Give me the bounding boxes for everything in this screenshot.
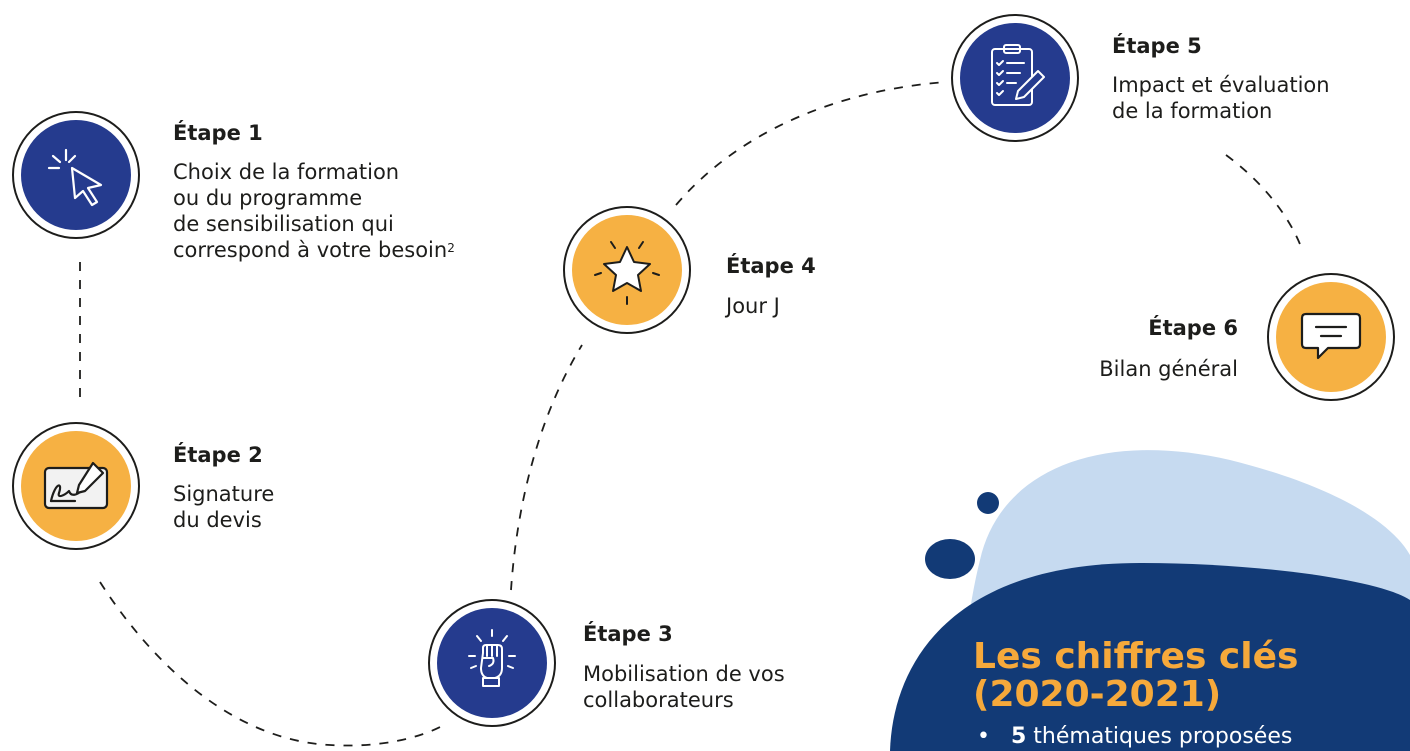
step-1-desc-line: Choix de la formation (173, 160, 400, 184)
step-5-desc-line: de la formation (1112, 99, 1273, 123)
step-5-desc-line: Impact et évaluation (1112, 73, 1330, 97)
key-figure-number: 5 (1010, 724, 1027, 749)
step-5-title: Étape 5 (1112, 34, 1202, 58)
key-figures-title: Les chiffres clés (2020-2021) (973, 638, 1298, 714)
step-1-desc-line-4: correspond à votre besoin (173, 238, 448, 262)
clipboard-checklist-icon (991, 44, 1045, 106)
raised-fist-icon (468, 629, 516, 687)
step-1-desc-line: ou du programme (173, 186, 363, 210)
step-1-desc-line: correspond à votre besoin2 (173, 237, 455, 263)
step-2-badge (12, 422, 140, 550)
step-1-title: Étape 1 (173, 121, 263, 145)
step-5-description: Impact et évaluation de la formation (1112, 72, 1330, 124)
step-3-title: Étape 3 (583, 622, 673, 646)
speech-bubble-icon (1300, 312, 1362, 360)
step-5-badge (951, 14, 1079, 142)
key-figures-title-line: (2020-2021) (973, 674, 1222, 715)
step-2-description: Signature du devis (173, 481, 274, 533)
step-6-description: Bilan général (1099, 356, 1238, 382)
key-figures-blob (890, 450, 1410, 751)
key-figures-title-line: Les chiffres clés (973, 636, 1299, 677)
step-4-description: Jour J (726, 293, 780, 319)
dashed-path (79, 81, 1304, 747)
step-6-desc-line: Bilan général (1099, 357, 1238, 381)
step-2-desc-line: Signature (173, 482, 275, 506)
step-1-desc-line: de sensibilisation qui (173, 212, 394, 236)
step-1-description: Choix de la formation ou du programme de… (173, 159, 455, 263)
step-2-desc-line: du devis (173, 508, 262, 532)
step-3-badge (428, 599, 556, 727)
step-2-title: Étape 2 (173, 443, 263, 467)
cursor-click-icon (47, 148, 103, 207)
step-1-badge (12, 111, 140, 239)
step-3-description: Mobilisation de vos collaborateurs (583, 661, 785, 713)
step-3-desc-line: Mobilisation de vos (583, 662, 785, 686)
step-4-badge (563, 206, 691, 334)
step-6-badge (1267, 273, 1395, 401)
signature-icon (43, 461, 109, 510)
star-icon (594, 241, 660, 305)
key-figures-item: • 5 thématiques proposées (977, 724, 1293, 749)
key-figure-text: thématiques proposées (1033, 724, 1293, 749)
step-3-desc-line: collaborateurs (583, 688, 734, 712)
footnote-marker: 2 (447, 241, 455, 255)
step-6-title: Étape 6 (1148, 316, 1238, 340)
step-4-desc-line: Jour J (726, 294, 780, 318)
step-4-title: Étape 4 (726, 254, 816, 278)
